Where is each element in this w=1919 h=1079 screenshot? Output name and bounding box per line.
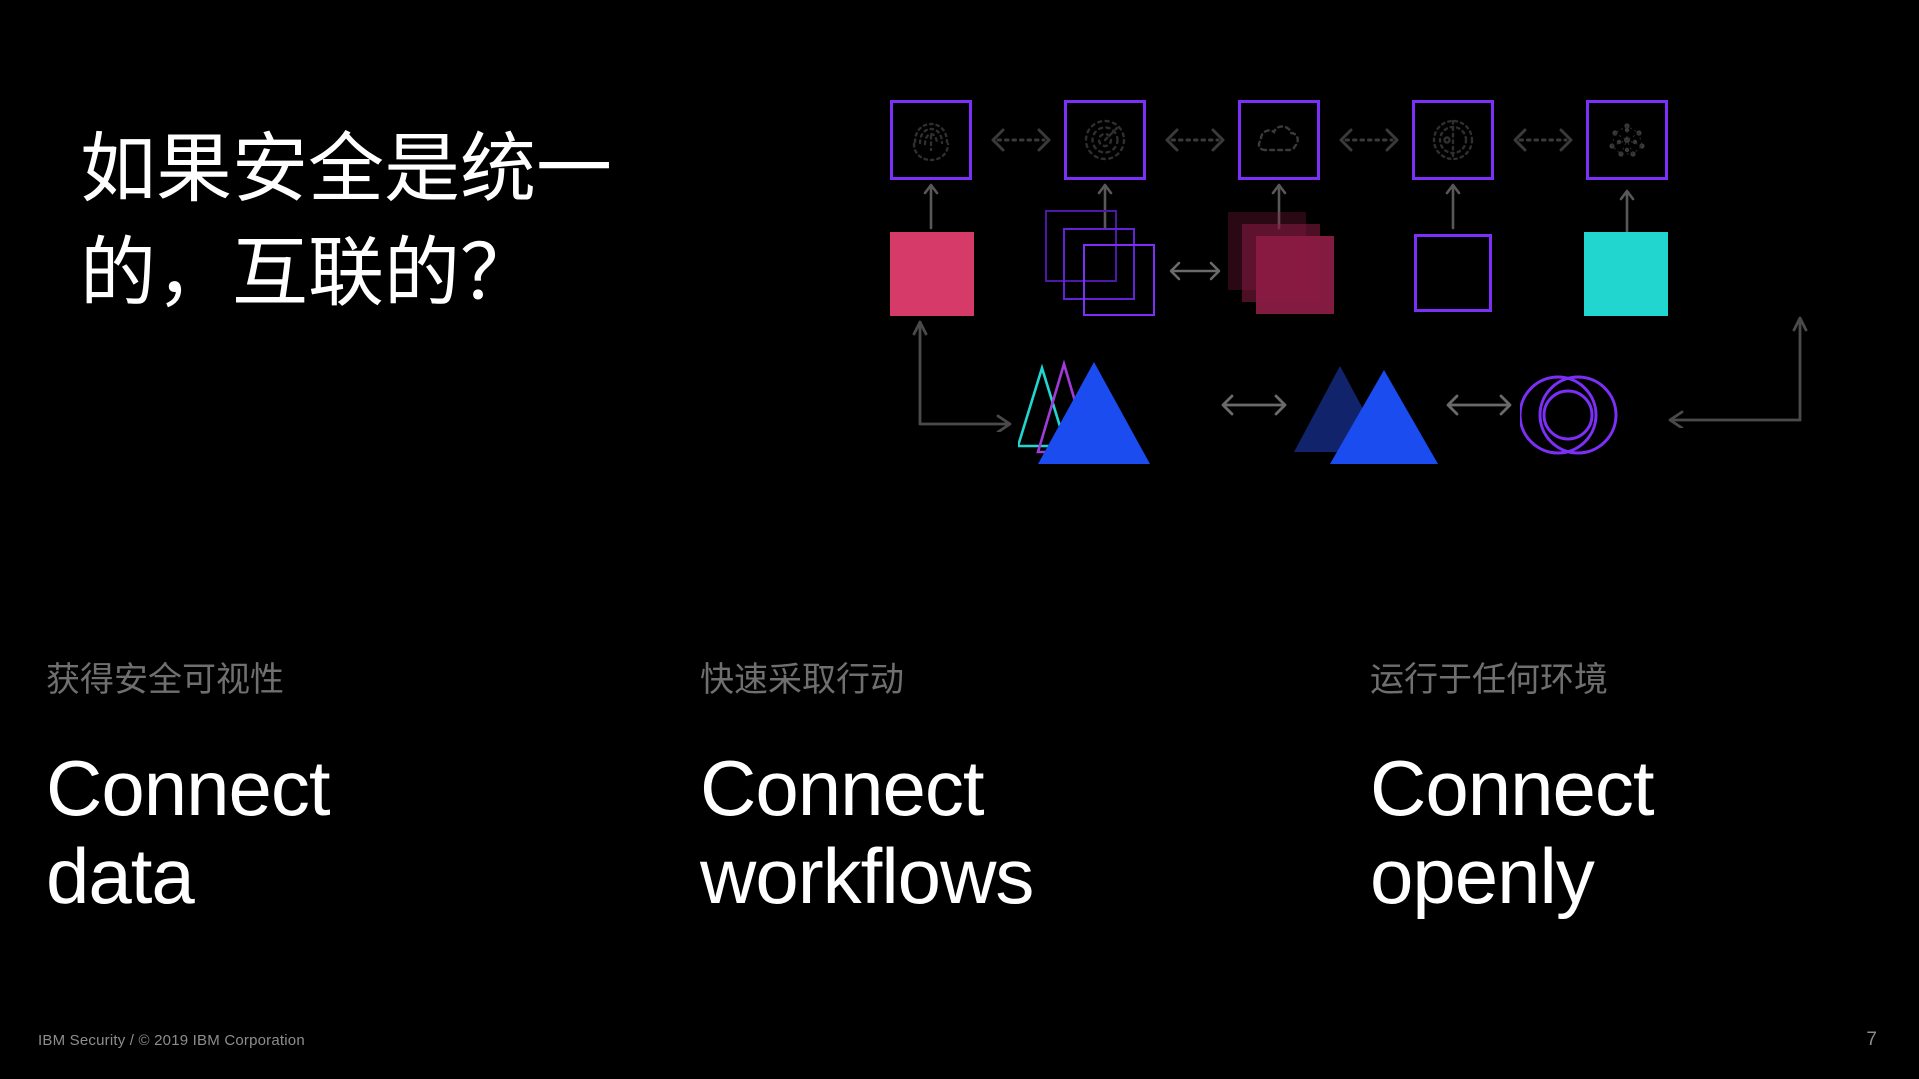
column-2-heading-line-2: workflows (700, 832, 1034, 920)
page-number: 7 (1866, 1029, 1877, 1050)
column-1-heading-line-2: data (46, 832, 195, 920)
connected-security-diagram (890, 60, 1900, 480)
column-3-heading-line-1: Connect (1370, 744, 1655, 832)
diagram-box-operations (1412, 100, 1494, 180)
column-1-kicker: 获得安全可视性 (46, 661, 284, 699)
value-prop-columns: 获得安全可视性 Connect data 快速采取行动 Connect work… (0, 660, 1919, 990)
column-connect-data: 获得安全可视性 Connect data (46, 660, 646, 920)
column-2-heading-line-1: Connect (700, 744, 985, 832)
elbow-arrow-right (1660, 308, 1840, 433)
column-3-heading-line-2: openly (1370, 832, 1595, 920)
dotted-double-arrow-3 (1338, 125, 1400, 155)
column-3-heading: Connect openly (1370, 744, 1919, 920)
up-arrow-3 (1270, 182, 1288, 230)
diagram-box-detection (1064, 100, 1146, 180)
shape-triangle-group (1016, 359, 1198, 470)
shape-stacked-outline-squares (1045, 210, 1165, 320)
double-arrow-middle (1168, 258, 1230, 288)
diagram-box-network (1586, 100, 1668, 180)
dotted-double-arrow-2 (1164, 125, 1226, 155)
double-arrow-bottom-1 (1220, 390, 1287, 420)
page-title: 如果安全是统一 的，互联的？ (80, 118, 840, 326)
up-arrow-4 (1444, 182, 1462, 230)
title-line-2: 的，互联的？ (80, 231, 536, 316)
up-arrow-5 (1618, 188, 1636, 236)
network-nodes-icon (1609, 123, 1645, 157)
column-1-heading: Connect data (46, 744, 646, 920)
gear-dial-icon (1432, 119, 1474, 161)
column-connect-openly: 运行于任何环境 Connect openly (1370, 660, 1919, 920)
fingerprint-icon (912, 122, 950, 162)
shape-solid-square-teal (1584, 232, 1668, 316)
shape-stacked-translucent-squares (1228, 212, 1358, 324)
up-arrow-1 (922, 182, 940, 230)
shape-triangle-pair (1290, 360, 1470, 470)
shape-solid-square-pink (890, 232, 974, 316)
dotted-double-arrow-4 (1512, 125, 1574, 155)
column-2-heading: Connect workflows (700, 744, 1300, 920)
diagram-box-identity (890, 100, 972, 180)
column-3-kicker: 运行于任何环境 (1370, 661, 1608, 699)
column-connect-workflows: 快速采取行动 Connect workflows (700, 660, 1300, 920)
up-arrow-2 (1096, 182, 1114, 230)
column-2-kicker: 快速采取行动 (700, 661, 904, 699)
footer-copyright: IBM Security / © 2019 IBM Corporation (38, 1032, 305, 1049)
dotted-double-arrow-1 (990, 125, 1052, 155)
diagram-box-cloud (1238, 100, 1320, 180)
double-arrow-bottom-2 (1445, 390, 1512, 420)
column-1-heading-line-1: Connect (46, 744, 331, 832)
shape-overlapping-circles (1518, 360, 1640, 475)
cloud-icon (1257, 125, 1299, 152)
title-line-1: 如果安全是统一 (80, 127, 612, 212)
shape-outline-square-purple (1414, 234, 1492, 312)
radar-target-icon (1084, 119, 1126, 161)
elbow-arrow-left (910, 312, 1020, 437)
